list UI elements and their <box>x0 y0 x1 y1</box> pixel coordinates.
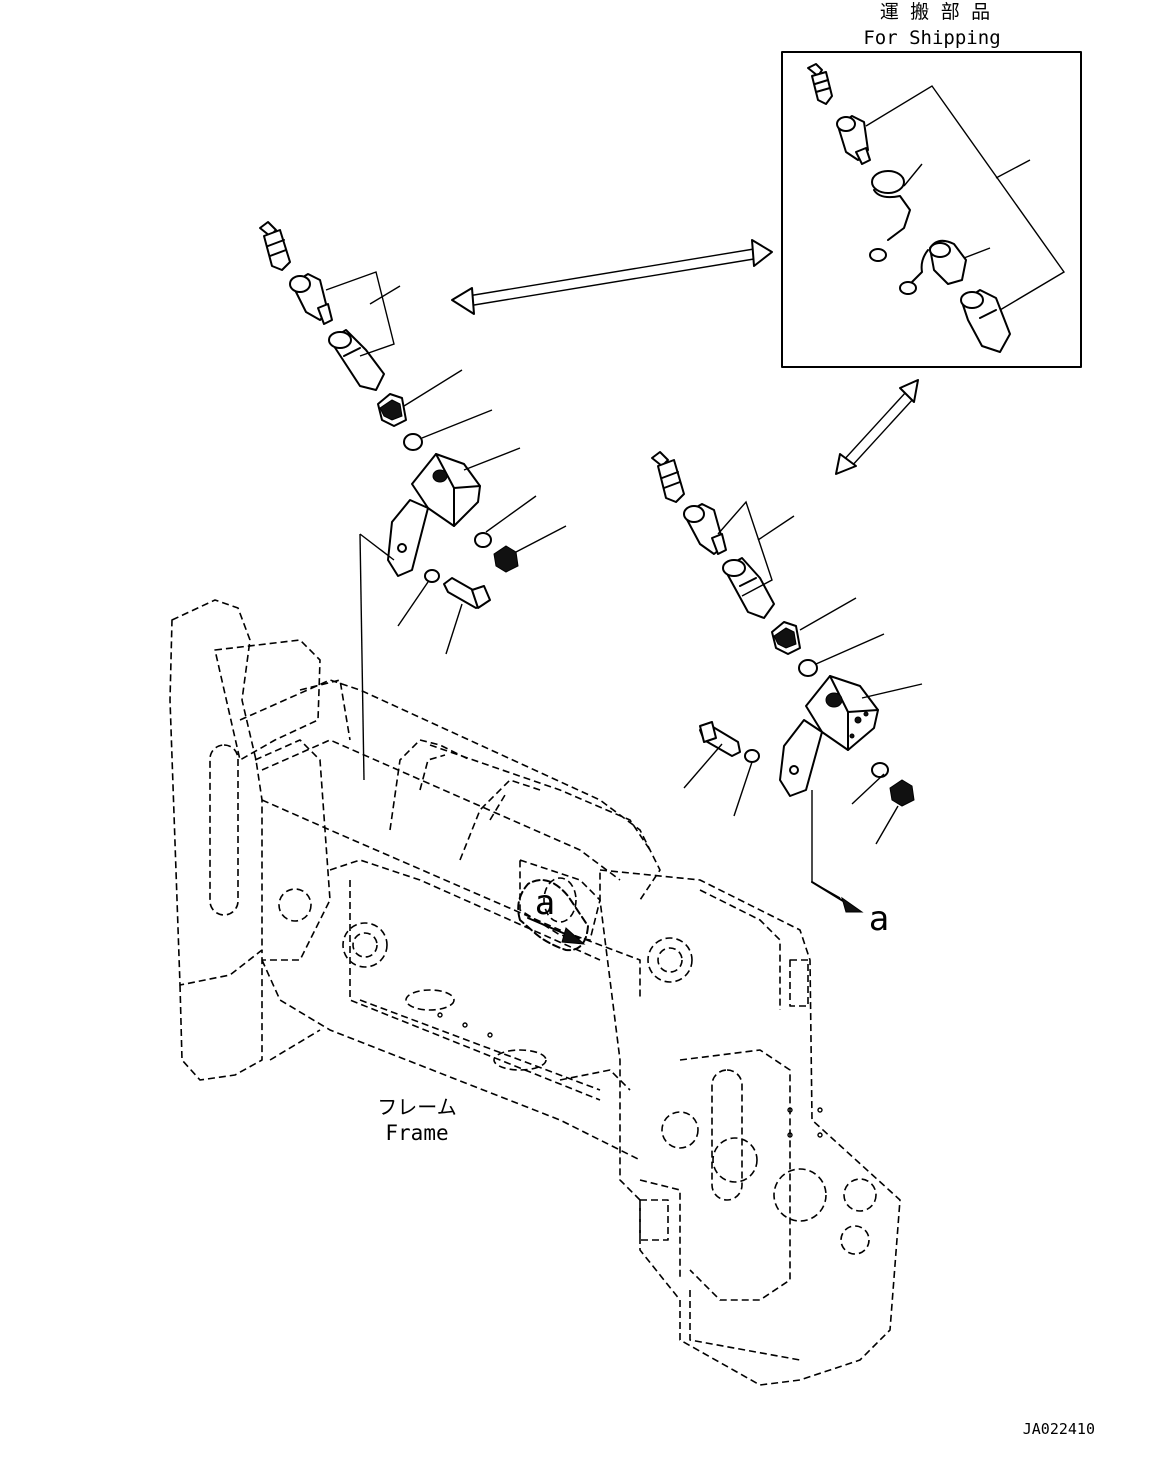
shipping-plug-cap <box>899 239 967 295</box>
shipping-parts-box <box>781 51 1082 368</box>
left-bolt <box>443 577 491 609</box>
right-coupler-female <box>683 503 727 555</box>
left-small-o-ring <box>474 532 492 548</box>
left-coupler-female <box>289 273 333 325</box>
left-adapter-fitting <box>377 393 407 427</box>
shipping-leader-lines <box>865 85 1066 311</box>
left-leader-lines <box>325 271 567 781</box>
left-manifold-block <box>387 453 481 577</box>
double-arrow-top <box>451 239 773 315</box>
left-plug <box>493 545 519 573</box>
shipping-title-en: For Shipping <box>863 27 1000 49</box>
right-grease-nipple <box>651 451 685 503</box>
right-manifold-block <box>779 675 879 797</box>
shipping-coupler-female <box>836 115 871 165</box>
right-small-o-ring <box>871 762 889 778</box>
right-o-ring <box>798 659 818 677</box>
right-bolt <box>699 721 741 757</box>
left-o-ring <box>403 433 423 451</box>
frame-label-jp: フレーム <box>377 1095 456 1119</box>
right-leader-lines <box>683 500 923 899</box>
reference-arrow-assembly <box>811 881 864 913</box>
left-coupler-male <box>328 329 385 391</box>
shipping-grease-nipple <box>807 63 833 105</box>
reference-mark-assembly: a <box>869 899 889 939</box>
double-arrow-right <box>835 379 919 475</box>
right-washer <box>744 749 760 763</box>
shipping-dust-cap <box>869 170 911 262</box>
right-plug <box>889 779 915 807</box>
frame-outline <box>169 599 901 1386</box>
right-coupler-male <box>722 557 775 619</box>
reference-mark-frame: a <box>535 883 555 923</box>
drawing-code: JA022410 <box>1023 1420 1095 1438</box>
shipping-title-jp: 運 搬 部 品 <box>880 1 990 23</box>
right-adapter-fitting <box>771 621 801 655</box>
reference-arrow-frame <box>517 879 589 952</box>
left-grease-nipple <box>259 221 291 271</box>
left-washer <box>424 569 440 583</box>
shipping-coupler-male <box>960 289 1011 353</box>
frame-label-en: Frame <box>385 1121 448 1145</box>
